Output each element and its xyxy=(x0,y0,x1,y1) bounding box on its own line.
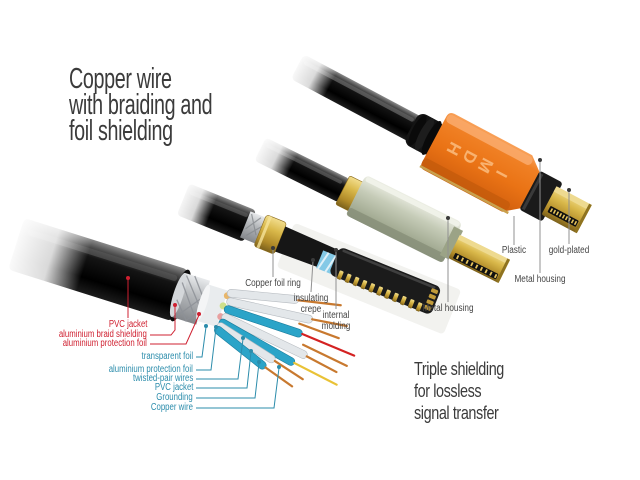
leader-internal-molding xyxy=(334,248,338,309)
label-pvc-jacket-inner: PVC jacket xyxy=(154,382,193,393)
label-protection-foil: aluminium protection foil xyxy=(62,338,147,349)
heading-line: foil shielding xyxy=(69,115,173,147)
label-internal-molding: internal molding xyxy=(321,310,351,332)
leader-protection-foil xyxy=(150,312,201,345)
label-insulating-crepe: insulating crepe xyxy=(293,293,329,315)
cutaway-cable xyxy=(0,210,356,388)
heading-line: Triple shielding xyxy=(414,359,504,379)
internal-molding xyxy=(330,248,441,314)
leader-copper-foil-ring xyxy=(271,246,275,277)
label-metal-housing-plug: Metal housing xyxy=(514,274,566,285)
label-copper-wire: Copper wire xyxy=(150,402,193,413)
leader-insulating-crepe xyxy=(310,258,315,293)
molding-pins xyxy=(336,270,423,312)
leader-twisted-pair xyxy=(196,336,245,380)
leader-transparent-foil xyxy=(196,324,208,358)
gold-plated-tip xyxy=(542,186,592,234)
metal-housing-body xyxy=(347,176,461,262)
label-pvc-jacket: PVC jacket xyxy=(108,319,147,330)
label-plastic: Plastic xyxy=(501,245,527,256)
label-twisted-pair-wires: twisted-pair wires xyxy=(132,373,193,384)
leader-pvc-jacket-inner xyxy=(196,349,253,389)
copper-strands xyxy=(264,299,356,388)
label-alu-protection-foil: aluminium protection foil xyxy=(108,364,193,375)
leader-grounding xyxy=(196,360,261,399)
connector-assembly xyxy=(171,178,461,334)
wire-bundle xyxy=(214,289,314,370)
heading-top-left: Copper wire with braiding and foil shiel… xyxy=(69,63,213,147)
orange-metal-housing: H D M I xyxy=(419,112,543,215)
label-transparent-foil: transparent foil xyxy=(141,351,193,362)
heading-line: signal transfer xyxy=(414,403,499,423)
heading-line: with braiding and xyxy=(69,89,213,121)
plastic-collar xyxy=(520,171,562,221)
heading-line: for lossless xyxy=(414,381,482,401)
yellow-strand xyxy=(293,361,338,386)
label-braid-shielding: aluminium braid shielding xyxy=(58,329,147,340)
leader-metal-housing-middle xyxy=(446,216,450,302)
leader-copper-wire xyxy=(196,365,281,409)
red-strand xyxy=(301,332,356,357)
gold-plated-tip-middle xyxy=(449,234,511,284)
heading-line: Copper wire xyxy=(69,63,172,95)
leader-alu-protection-foil xyxy=(196,325,218,371)
foil-ring xyxy=(196,284,228,327)
metal-housing-connector xyxy=(249,133,511,284)
leader-gold-plated xyxy=(567,188,571,244)
label-copper-foil-ring: Copper foil ring xyxy=(245,278,301,289)
leader-braid-shielding xyxy=(150,303,177,336)
hdmi-plug: H D M I xyxy=(285,48,592,234)
label-gold-plated: gold-plated xyxy=(548,245,590,256)
label-grounding: Grounding xyxy=(156,392,193,403)
leader-metal-housing-plug xyxy=(538,158,542,273)
label-metal-housing-middle: Metal housing xyxy=(422,303,474,314)
leader-pvc-jacket xyxy=(126,276,130,318)
heading-bottom-right: Triple shielding for lossless signal tra… xyxy=(414,358,504,424)
